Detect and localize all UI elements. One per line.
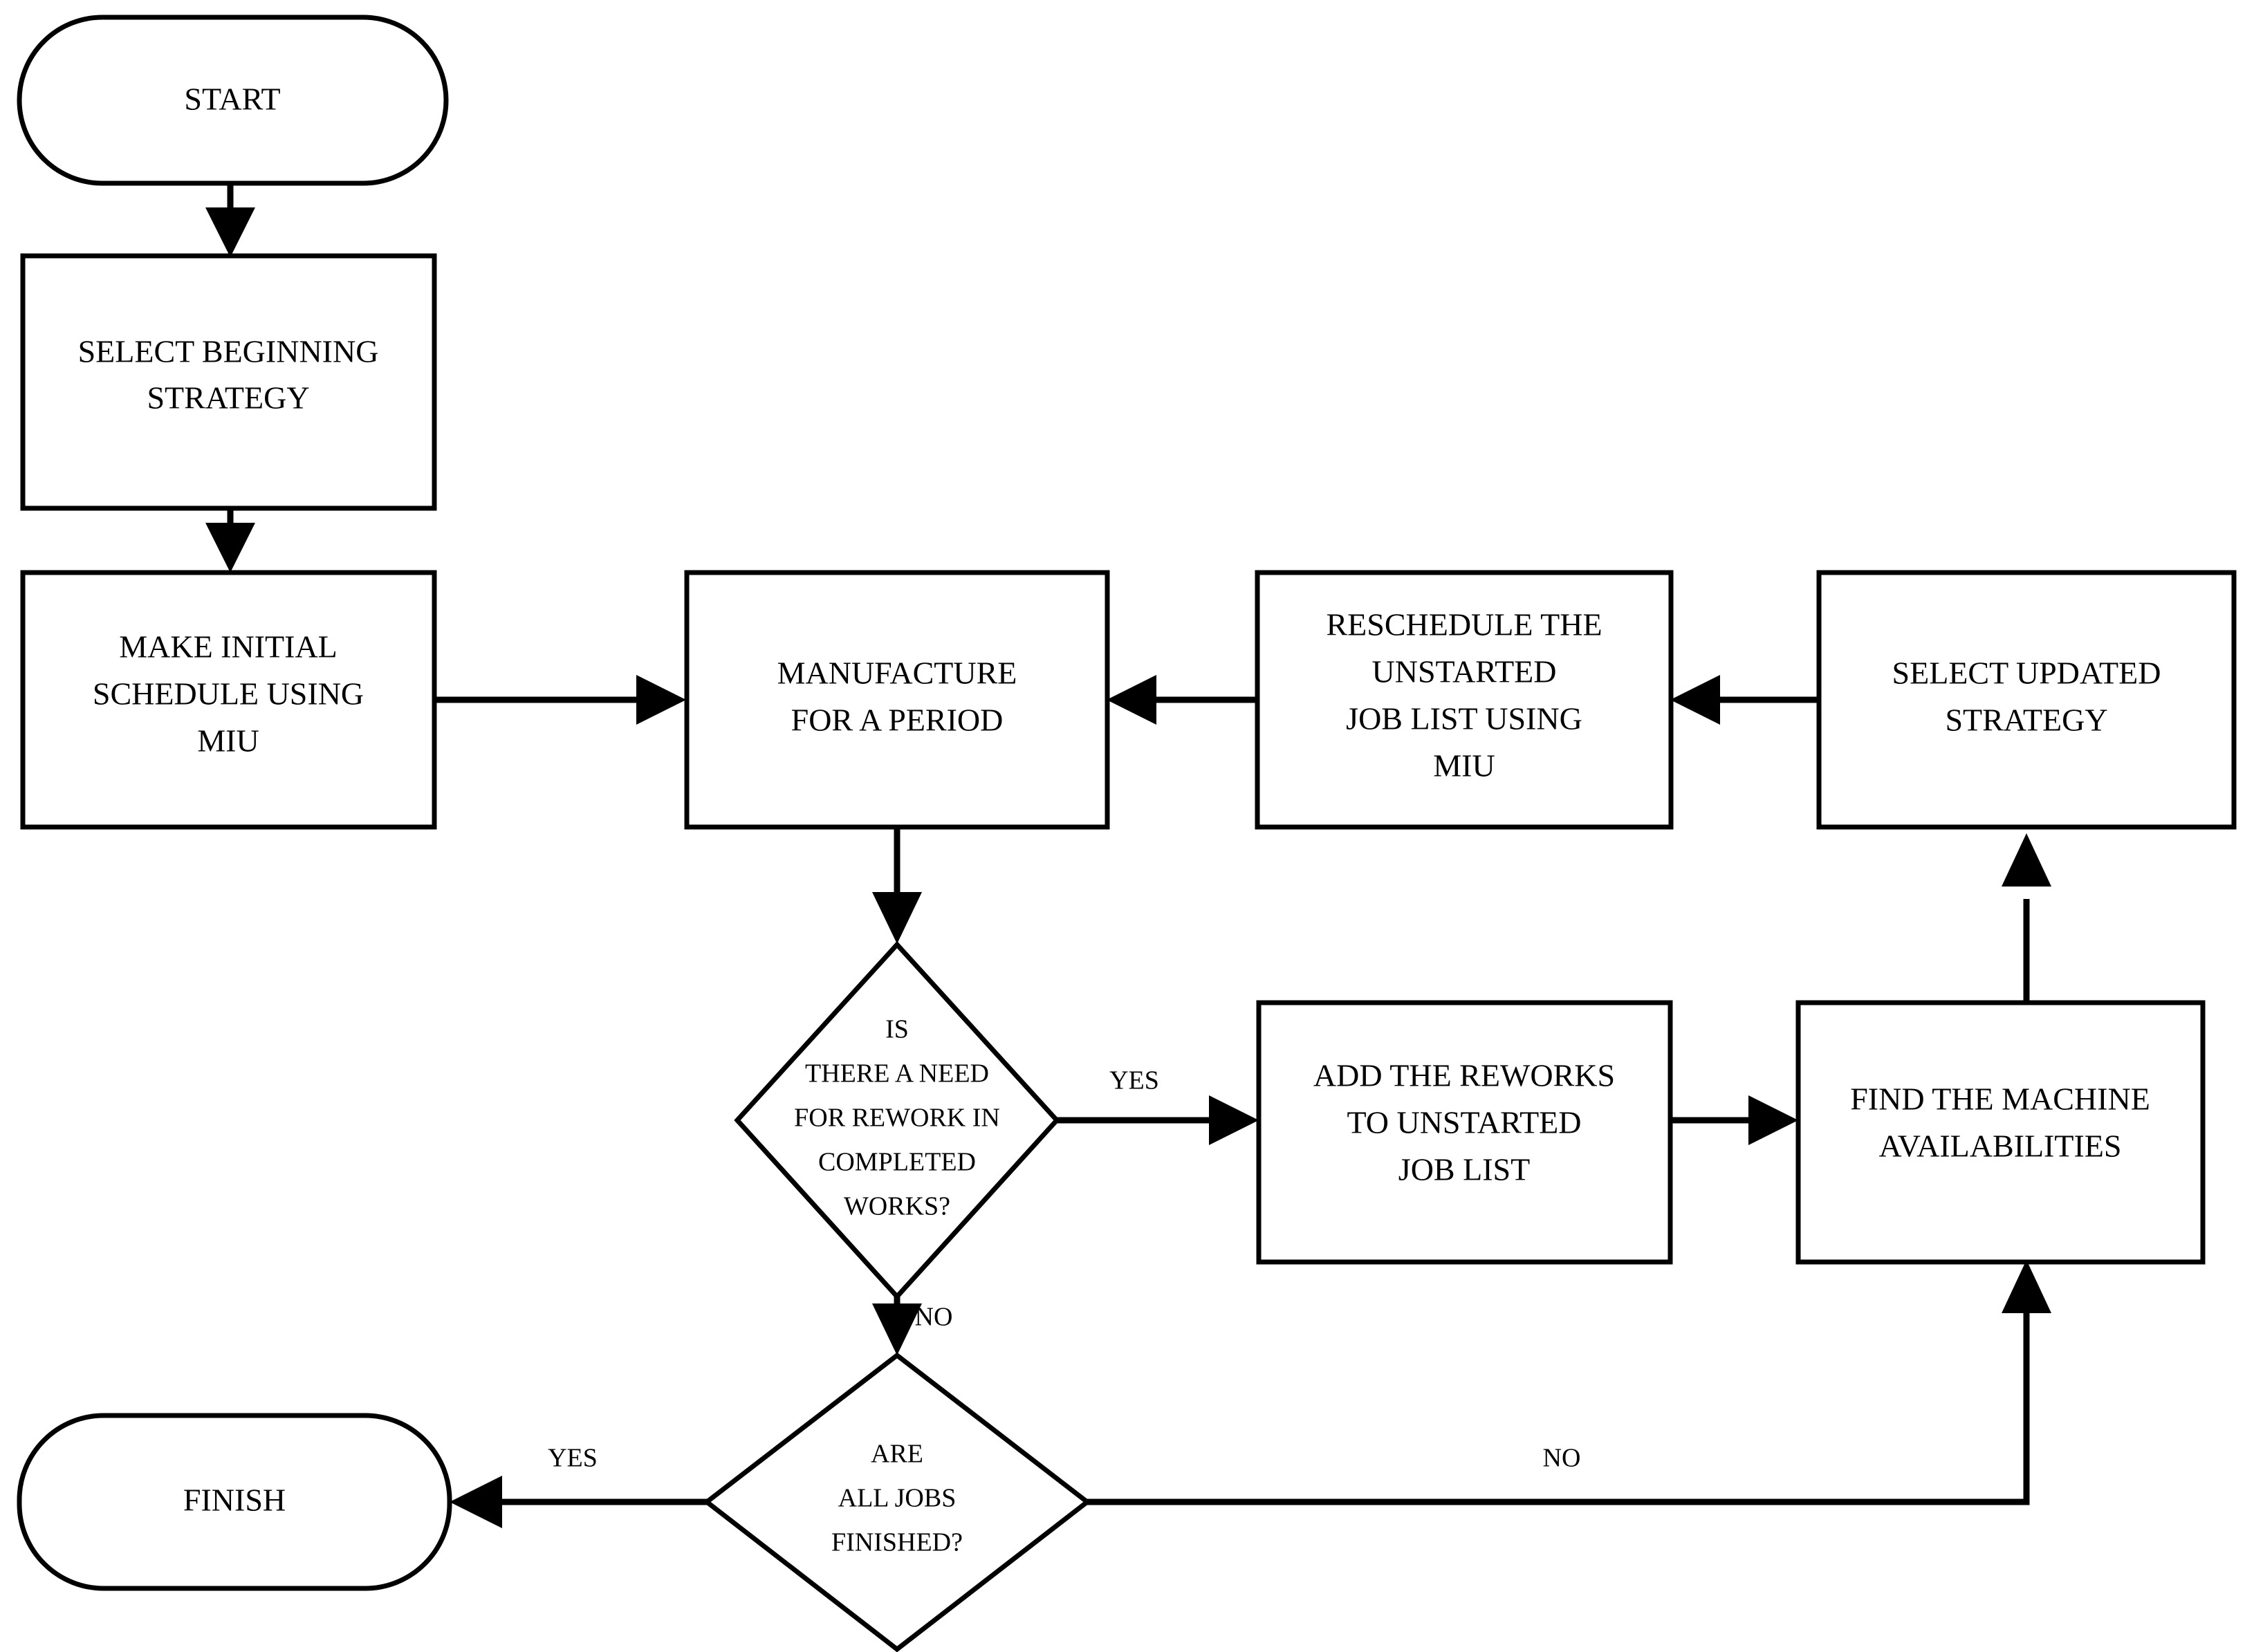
- connector-jobs-yes-to-finish: [450, 1476, 707, 1528]
- arrow-head-right: [636, 675, 686, 725]
- start-label: START: [184, 82, 280, 117]
- node-jobs-finished-decision[interactable]: ARE ALL JOBS FINISHED?: [703, 1352, 1091, 1652]
- arrow-head-right: [1748, 1095, 1798, 1145]
- select-updated-strategy-line-2: STRATEGY: [1945, 703, 2107, 738]
- edge-label-jobs-no: NO: [1543, 1444, 1581, 1473]
- select-beginning-strategy-line-1: SELECT BEGINNING: [78, 334, 379, 369]
- rework-decision-line-2: THERE A NEED: [805, 1059, 989, 1088]
- arrow-head-left: [1107, 675, 1156, 725]
- arrow-head-down: [872, 1303, 922, 1355]
- arrow-head-up: [2002, 833, 2051, 887]
- connector-path: [1087, 1310, 2030, 1505]
- select-beginning-strategy-line-2: STRATEGY: [147, 380, 309, 416]
- add-reworks-line-2: TO UNSTARTED: [1347, 1105, 1582, 1140]
- arrow-head-right: [1209, 1095, 1259, 1145]
- rework-decision-diamond: [734, 940, 1060, 1301]
- rework-decision-line-1: IS: [885, 1015, 909, 1044]
- finish-label: FINISH: [183, 1483, 286, 1518]
- rework-decision-line-3: FOR REWORK IN: [794, 1104, 1000, 1133]
- find-machine-availabilities-box: [1795, 1000, 2206, 1265]
- connector-select-beginning-to-make-initial: [205, 507, 255, 573]
- make-initial-schedule-line-2: SCHEDULE USING: [93, 676, 364, 712]
- find-machine-line-1: FIND THE MACHINE: [1850, 1082, 2150, 1117]
- connector-add-reworks-to-find-machine: [1670, 1095, 1798, 1145]
- make-initial-schedule-line-3: MIU: [197, 723, 259, 759]
- node-manufacture-for-a-period[interactable]: MANUFACTURE FOR A PERIOD: [684, 570, 1110, 830]
- connector-make-initial-to-manufacture: [434, 675, 686, 725]
- node-finish[interactable]: FINISH: [17, 1413, 452, 1591]
- node-add-reworks[interactable]: ADD THE REWORKS TO UNSTARTED JOB LIST: [1256, 1000, 1673, 1265]
- manufacture-line-1: MANUFACTURE: [777, 656, 1017, 691]
- manufacture-for-a-period-box: [684, 570, 1110, 830]
- rework-decision-line-5: WORKS?: [844, 1192, 950, 1221]
- select-updated-strategy-box: [1816, 570, 2237, 830]
- select-beginning-strategy-box: [20, 253, 437, 511]
- edge-label-jobs-yes: YES: [548, 1444, 598, 1473]
- add-reworks-box: [1256, 1000, 1673, 1265]
- select-updated-strategy-line-1: SELECT UPDATED: [1892, 656, 2161, 691]
- jobs-finished-decision-diamond: [703, 1352, 1091, 1652]
- finish-terminator-shape: [17, 1413, 452, 1591]
- arrow-head-down: [205, 207, 255, 257]
- arrow-head-up: [2002, 1260, 2051, 1313]
- jobs-finished-line-3: FINISHED?: [831, 1528, 963, 1557]
- make-initial-schedule-line-1: MAKE INITIAL: [119, 629, 338, 665]
- reschedule-line-1: RESCHEDULE THE: [1326, 607, 1602, 642]
- arrow-head-left: [1670, 675, 1720, 725]
- make-initial-schedule-box: [20, 570, 437, 830]
- manufacture-line-2: FOR A PERIOD: [791, 703, 1004, 738]
- arrow-head-down: [872, 892, 922, 944]
- node-make-initial-schedule[interactable]: MAKE INITIAL SCHEDULE USING MIU: [20, 570, 437, 830]
- node-select-updated-strategy[interactable]: SELECT UPDATED STRATEGY: [1816, 570, 2237, 830]
- reschedule-line-2: UNSTARTED: [1372, 654, 1557, 689]
- edge-label-rework-no: NO: [915, 1303, 953, 1332]
- arrow-head-down: [205, 523, 255, 573]
- node-reschedule-unstarted[interactable]: RESCHEDULE THE UNSTARTED JOB LIST USING …: [1255, 570, 1674, 830]
- add-reworks-line-1: ADD THE REWORKS: [1313, 1058, 1615, 1093]
- reschedule-line-4: MIU: [1433, 748, 1495, 783]
- connector-rework-yes-to-add-reworks: [1057, 1095, 1259, 1145]
- connector-jobs-no-to-find-machine: [1087, 1260, 2051, 1505]
- node-find-machine-availabilities[interactable]: FIND THE MACHINE AVAILABILITIES: [1795, 1000, 2206, 1265]
- node-rework-decision[interactable]: IS THERE A NEED FOR REWORK IN COMPLETED …: [734, 940, 1060, 1301]
- node-start[interactable]: START: [17, 15, 449, 186]
- add-reworks-line-3: JOB LIST: [1398, 1152, 1530, 1187]
- node-select-beginning-strategy[interactable]: SELECT BEGINNING STRATEGY: [20, 253, 437, 511]
- connector-select-updated-to-reschedule: [1670, 675, 1819, 725]
- rework-decision-line-4: COMPLETED: [818, 1148, 976, 1177]
- arrow-head-left: [450, 1476, 502, 1528]
- reschedule-unstarted-box: [1255, 570, 1674, 830]
- jobs-finished-line-2: ALL JOBS: [838, 1484, 957, 1513]
- jobs-finished-line-1: ARE: [871, 1440, 923, 1469]
- edge-label-rework-yes: YES: [1109, 1066, 1159, 1095]
- find-machine-line-2: AVAILABILITIES: [1879, 1129, 2122, 1164]
- connector-manufacture-to-rework-decision: [872, 826, 922, 944]
- connector-start-to-select-beginning: [205, 183, 255, 257]
- connector-find-machine-to-select-updated: [2002, 833, 2051, 1003]
- connector-reschedule-to-manufacture: [1107, 675, 1257, 725]
- start-terminator-shape: [17, 15, 449, 186]
- reschedule-line-3: JOB LIST USING: [1346, 701, 1582, 736]
